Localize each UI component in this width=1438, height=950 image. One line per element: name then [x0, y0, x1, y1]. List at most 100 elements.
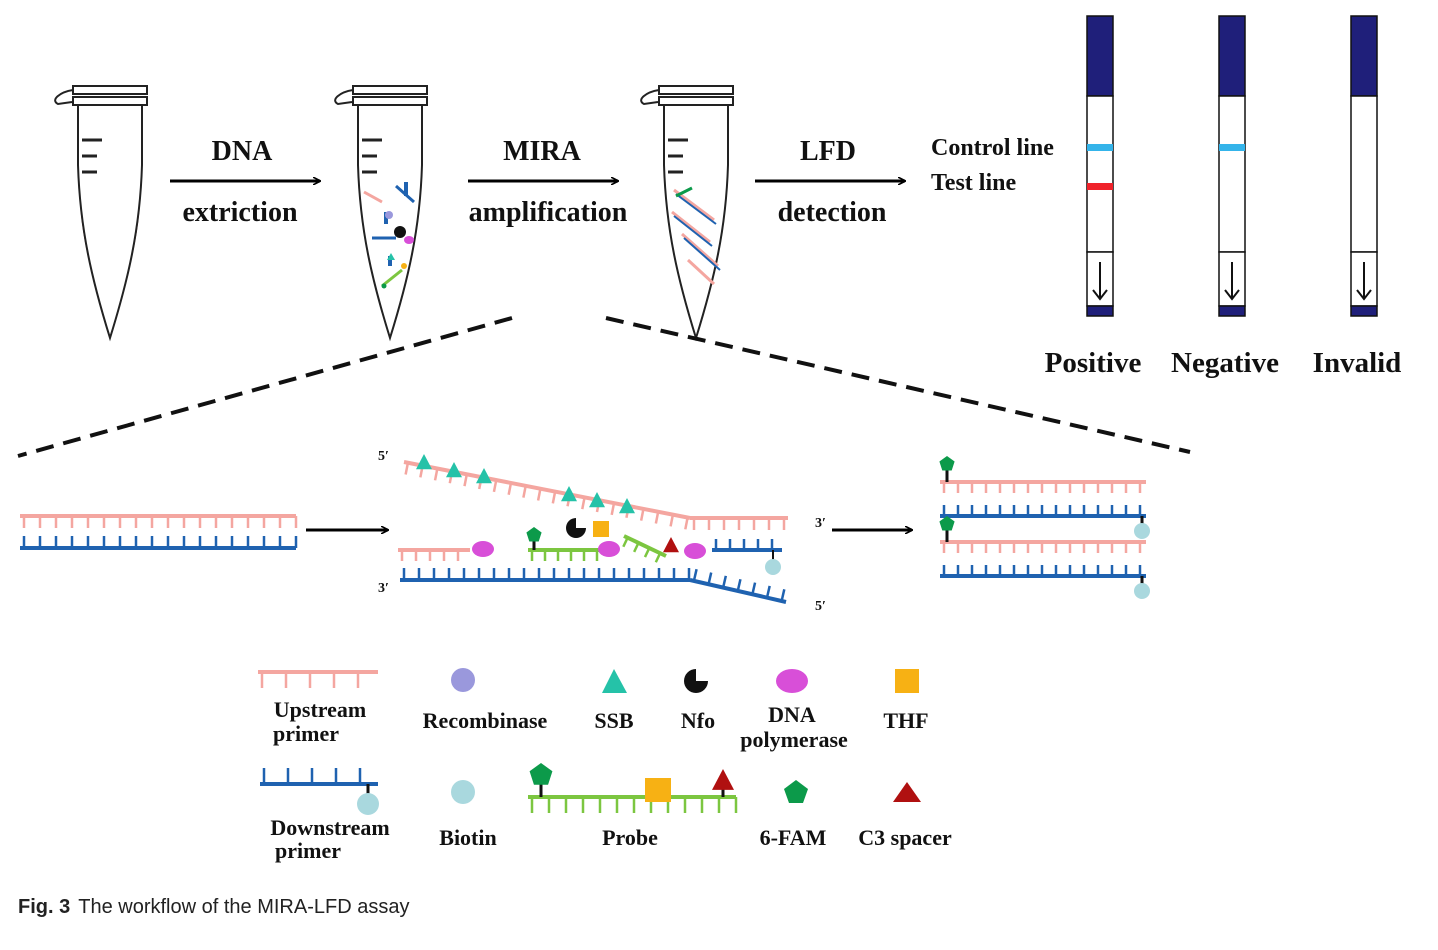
flow-arrow-head — [1224, 289, 1240, 301]
strip-result-label: Invalid — [1313, 347, 1402, 379]
legend-c3-label: C3 spacer — [858, 825, 952, 850]
three-prime-right: 3′ — [815, 516, 826, 531]
biotin-label — [1134, 523, 1150, 539]
step-dna-extraction: DNA extriction — [170, 136, 320, 228]
step-lfd-detection: LFD detection — [755, 136, 905, 228]
cleaved-probe-fragment — [622, 534, 667, 563]
legend-recombinase: Recombinase — [423, 668, 548, 733]
downstream-primer-bound — [712, 539, 782, 552]
biotin-label — [765, 559, 781, 575]
legend-probe-label: Probe — [602, 825, 658, 850]
strip-result-label: Positive — [1045, 347, 1142, 379]
legend-6fam: 6-FAM — [760, 780, 827, 850]
detection-zone — [1350, 95, 1378, 253]
three-prime-bottom: 3′ — [378, 581, 389, 596]
control-line-band — [1219, 144, 1245, 151]
fam-icon — [529, 763, 553, 785]
fam-label — [939, 516, 955, 531]
caption-text: The workflow of the MIRA-LFD assay — [78, 896, 410, 918]
blood-sample-tube — [53, 84, 149, 340]
displaced-top-strand — [403, 460, 691, 530]
bottom-template-strand — [400, 568, 691, 582]
legend-nfo-label: Nfo — [681, 708, 715, 733]
legend-thf-label: THF — [883, 708, 928, 733]
legend-recombinase-label: Recombinase — [423, 708, 548, 733]
nfo-enzyme — [566, 518, 586, 538]
sample-pad — [1218, 305, 1246, 317]
legend-downstream-line2: primer — [275, 838, 341, 863]
legend-polymerase-line1: DNA — [768, 702, 816, 727]
legend-fam-label: 6-FAM — [760, 825, 827, 850]
legend-thf: THF — [883, 669, 929, 733]
fam-label — [939, 456, 955, 471]
step1-line2: extriction — [182, 197, 297, 228]
ssb-protein — [589, 492, 605, 508]
absorbent-pad — [1218, 15, 1246, 97]
ssb-protein — [476, 468, 492, 484]
flow-arrow-head — [1092, 289, 1108, 301]
template-bottom-strand — [20, 536, 298, 550]
legend-upstream-line2: primer — [273, 721, 339, 746]
ssb-protein — [446, 462, 462, 478]
thf-site — [593, 521, 609, 537]
legend-biotin-label: Biotin — [439, 825, 496, 850]
dna-extract-tube — [333, 84, 429, 340]
biotin-icon — [451, 780, 475, 804]
product-bottom-strand — [940, 565, 1146, 578]
tube-mix-contents — [363, 182, 415, 289]
recombinase-icon — [451, 668, 475, 692]
detection-zone — [1086, 95, 1114, 253]
bound-probe — [528, 548, 602, 561]
lfd-strip-invalid: Invalid — [1313, 15, 1402, 379]
downstream-primer-icon — [260, 768, 378, 786]
lfd-strip-positive: Positive — [1045, 15, 1142, 379]
sample-pad — [1086, 305, 1114, 317]
fam-label — [526, 527, 542, 542]
flow-arrow-head — [1356, 289, 1372, 301]
legend-downstream-primer: Downstream primer — [260, 768, 390, 863]
strip-result-label: Negative — [1171, 347, 1279, 379]
legend-downstream-line1: Downstream — [270, 815, 389, 840]
mira-reaction-mechanism — [398, 454, 788, 604]
detection-zone — [1218, 95, 1246, 253]
absorbent-pad — [1350, 15, 1378, 97]
sample-pad — [1350, 305, 1378, 317]
tube-amplicons — [671, 186, 721, 286]
legend: Upstream primer Recombinase SSB Nfo DNA … — [258, 668, 952, 863]
control-line-band — [1087, 144, 1113, 151]
biotin-icon — [357, 793, 379, 815]
ssb-protein — [416, 454, 432, 470]
amplicon-product — [939, 456, 1150, 539]
legend-ssb: SSB — [594, 669, 634, 733]
displaced-bottom-strand — [689, 568, 787, 604]
amplicon-products — [939, 456, 1150, 599]
product-top-strand — [940, 540, 1146, 553]
lfd-strips: Positive Negative Invalid — [1045, 15, 1402, 379]
legend-nfo: Nfo — [681, 669, 715, 733]
fam-icon — [784, 780, 808, 803]
legend-upstream-primer: Upstream primer — [258, 670, 378, 746]
amplified-tube — [639, 84, 735, 340]
ssb-protein — [619, 498, 635, 514]
ssb-protein — [561, 486, 577, 502]
c3-spacer-icon — [712, 769, 734, 790]
c3-spacer-icon — [893, 782, 921, 802]
zoom-line-right — [605, 316, 1191, 454]
top-strand-duplex-part — [690, 516, 788, 530]
extended-upstream-primer — [398, 548, 470, 561]
step3-line2: detection — [778, 197, 887, 228]
zoom-line-left — [17, 316, 513, 458]
thf-icon — [645, 778, 671, 802]
ssb-icon — [602, 669, 627, 693]
probe-icon — [528, 795, 738, 813]
thf-icon — [895, 669, 919, 693]
test-line-band — [1087, 183, 1113, 190]
step2-line2: amplification — [469, 197, 628, 228]
lfd-strip-negative: Negative — [1171, 15, 1279, 379]
test-line-label: Test line — [931, 170, 1016, 196]
c3-spacer — [663, 537, 679, 553]
dna-polymerase — [684, 543, 706, 559]
nfo-icon — [684, 669, 708, 693]
